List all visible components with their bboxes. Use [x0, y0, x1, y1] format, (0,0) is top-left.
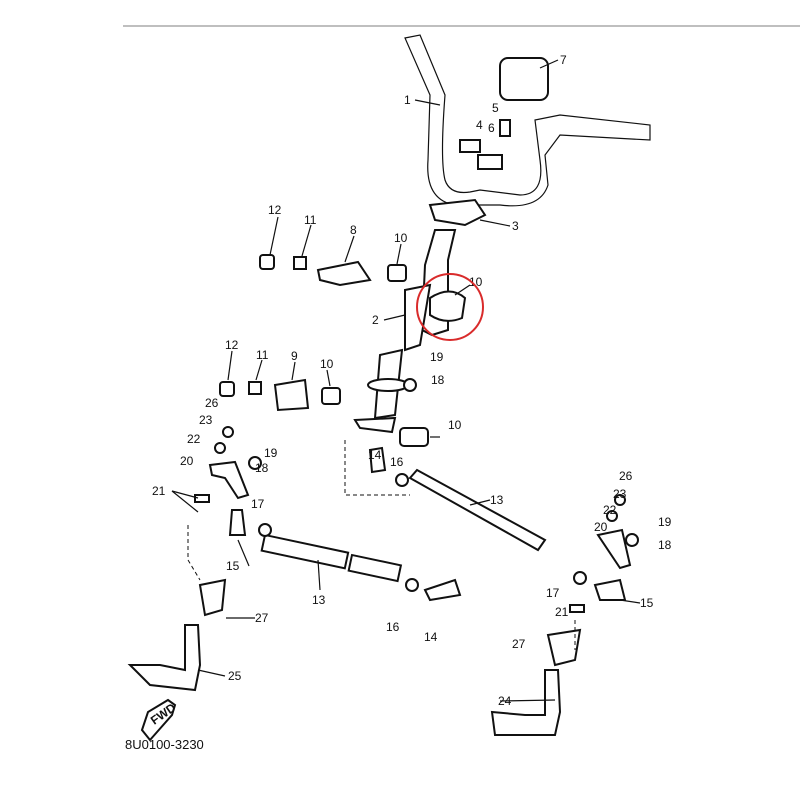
cotter-pin [194, 494, 210, 503]
bolt [259, 254, 275, 270]
callout: 24 [498, 694, 512, 708]
callout: 18 [255, 461, 269, 475]
tie-rod-end [228, 509, 247, 536]
callout: 22 [603, 503, 617, 517]
washer [222, 426, 234, 438]
callout: 4 [476, 118, 483, 132]
callout: 12 [225, 338, 239, 352]
handlebar-holder [477, 154, 503, 170]
bolt [219, 381, 235, 397]
tie-rod-13-left [260, 533, 350, 570]
callout: 27 [255, 611, 269, 625]
callout: 26 [205, 396, 219, 410]
knuckle-25 [127, 624, 202, 692]
steering-holder [273, 378, 310, 412]
bushing [321, 387, 341, 405]
knuckle-arm-right [596, 528, 632, 570]
callout: 23 [199, 413, 213, 427]
steering-bracket [316, 260, 372, 287]
cotter-pin [569, 604, 585, 613]
nut [395, 473, 409, 487]
callout: 21 [555, 605, 569, 619]
callout: 10 [469, 275, 483, 289]
washer [606, 510, 618, 522]
callout: 20 [594, 520, 608, 534]
callout: 14 [368, 448, 382, 462]
handlebar-holder [459, 139, 481, 153]
bushing-10 [429, 290, 467, 322]
bushing [399, 427, 429, 447]
handlebar-cover [499, 57, 549, 101]
callout: 3 [512, 219, 519, 233]
tie-rod-end [423, 578, 462, 602]
nut [258, 523, 272, 537]
callout: 16 [386, 620, 400, 634]
callout: 12 [268, 203, 282, 217]
nut [293, 256, 307, 270]
tie-rod-end [368, 446, 387, 474]
nut [573, 571, 587, 585]
callout: 25 [228, 669, 242, 683]
column-flange [367, 378, 409, 392]
callout: 15 [226, 559, 240, 573]
callout: 21 [152, 484, 166, 498]
tie-rod-end [593, 578, 627, 601]
callout: 19 [430, 350, 444, 364]
leader-lines [171, 59, 641, 702]
callout: 13 [312, 593, 326, 607]
nut [248, 456, 262, 470]
bushing [387, 264, 407, 282]
highlight-circle [416, 273, 484, 341]
callout: 23 [613, 487, 627, 501]
tie-rod-13-right [408, 468, 547, 552]
callout: 18 [658, 538, 672, 552]
callouts: 1 7 5 4 6 3 12 11 8 10 10 2 12 11 9 10 1… [152, 53, 672, 708]
pitman-arm [353, 416, 397, 434]
callout: 10 [448, 418, 462, 432]
forward-direction-arrow: FWD [140, 698, 179, 742]
nut [403, 378, 417, 392]
nut [405, 578, 419, 592]
callout: 18 [431, 373, 445, 387]
knuckle-24 [490, 669, 562, 736]
callout: 16 [390, 455, 404, 469]
callout: 19 [658, 515, 672, 529]
part-code: 8U0100-3230 [125, 737, 204, 752]
alignment-line [344, 440, 410, 496]
callout: 17 [251, 497, 265, 511]
callout: 17 [546, 586, 560, 600]
callout: 6 [488, 121, 495, 135]
callout: 27 [512, 637, 526, 651]
nut [625, 533, 639, 547]
callout: 10 [394, 231, 408, 245]
callout: 1 [404, 93, 411, 107]
callout: 11 [304, 213, 317, 227]
steering-column [404, 283, 432, 352]
bolt [499, 119, 511, 137]
callout: 7 [560, 53, 567, 67]
knuckle-arm-left [208, 460, 250, 500]
callout: 15 [640, 596, 654, 610]
boot-27-left [198, 578, 227, 617]
callout: 14 [424, 630, 438, 644]
callout: 2 [372, 313, 379, 327]
washer [614, 494, 626, 506]
washer [214, 442, 226, 454]
callout: 13 [490, 493, 504, 507]
callout: 22 [187, 432, 201, 446]
upper-bracket [428, 198, 487, 227]
callout: 5 [492, 101, 499, 115]
boot-27-right [546, 628, 582, 667]
callout: 8 [350, 223, 357, 237]
handlebar [404, 34, 651, 207]
callout: 26 [619, 469, 633, 483]
nut [248, 381, 262, 395]
callout: 11 [256, 348, 269, 362]
callout: 10 [320, 357, 334, 371]
tie-rod-13-left-end [347, 553, 403, 583]
alignment-line [187, 525, 201, 581]
callout: 9 [291, 349, 298, 363]
callout: 19 [264, 446, 278, 460]
callout: 20 [180, 454, 194, 468]
